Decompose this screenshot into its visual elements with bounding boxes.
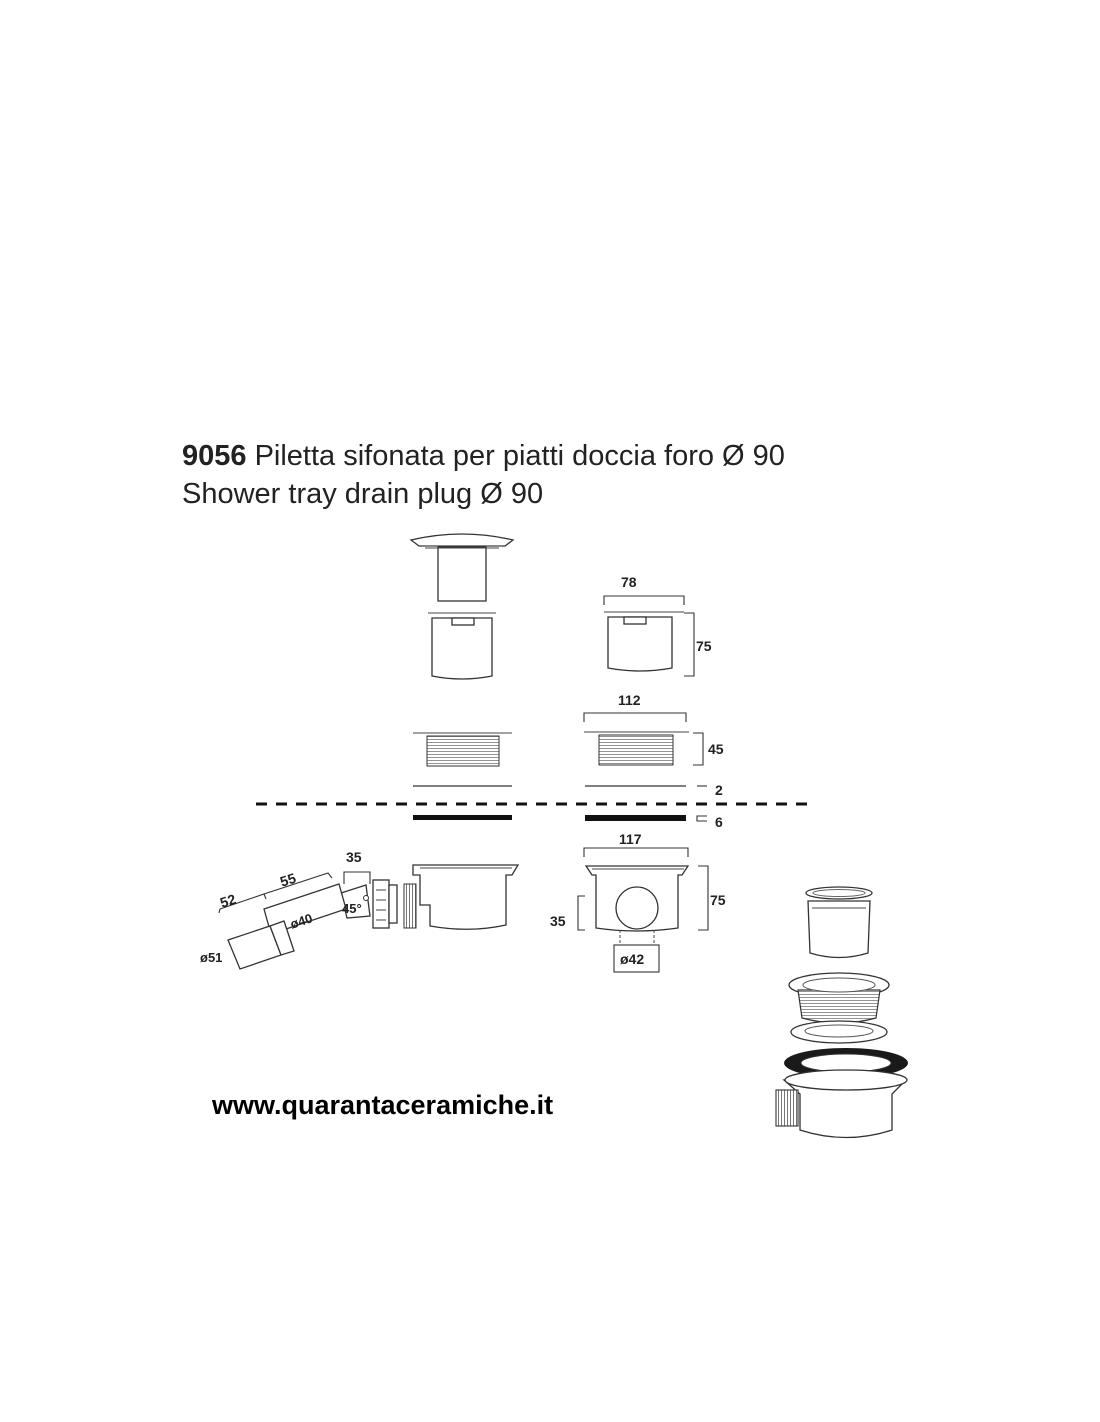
dim-cup-width: 78 [621,574,637,590]
gasket-left [413,815,512,820]
gasket-right [585,815,686,821]
product-code: 9056 [182,440,247,472]
dim-cup-height: 75 [696,638,712,654]
dim-gasket-thickness: 6 [715,814,723,830]
dim-flange-width: 112 [618,692,641,708]
dim-body-height: 75 [710,892,726,908]
assembled-drain-illustration [775,886,908,1139]
dim-pipe-diameter-small: ø40 [288,911,314,932]
body-part-left [403,864,520,930]
dim-washer-thickness: 2 [715,782,723,798]
body-part-right [577,847,709,973]
outlet-pipe-assembly [218,871,398,970]
dim-elbow-length: 35 [346,849,362,865]
dim-outlet-diameter: ø42 [620,951,644,967]
product-title-it: Piletta sifonata per piatti doccia foro … [254,440,785,472]
grate-cap-part [409,533,515,602]
dim-outlet-offset: 35 [550,913,566,929]
cup-part-left [428,612,496,680]
dim-pipe-length-2: 55 [278,870,298,890]
dim-elbow-angle: 45° [342,901,362,916]
cup-part-right [603,595,695,677]
dim-pipe-length-1: 52 [218,891,238,911]
product-title: 9056 Piletta sifonata per piatti doccia … [182,438,785,474]
product-title-en: Shower tray drain plug Ø 90 [182,478,544,510]
dim-flange-height: 45 [708,741,724,757]
website-link[interactable]: www.quarantaceramiche.it [212,1090,554,1120]
flange-part-right [583,712,704,766]
dim-body-width: 117 [619,831,642,847]
flange-part-left [413,732,512,767]
dim-pipe-diameter-large: ø51 [200,950,222,965]
